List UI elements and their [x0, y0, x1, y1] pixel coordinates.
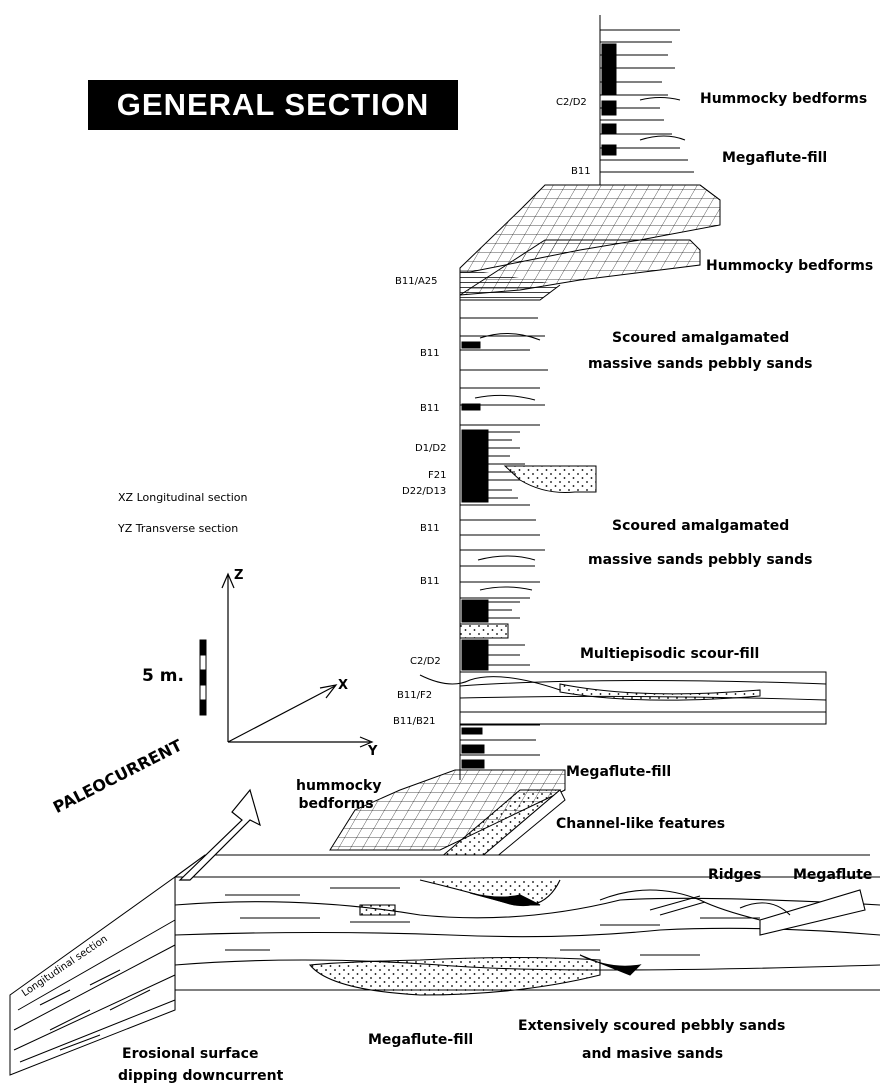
facies-code: B11/A25: [395, 276, 438, 287]
facies-code: B11/B21: [393, 716, 436, 727]
axis-z-label: Z: [234, 568, 243, 583]
axis-triad: [222, 574, 372, 747]
facies-code: D22/D13: [402, 486, 446, 497]
label-megaflute: Megaflute: [793, 867, 872, 883]
label-erosional-b: dipping downcurrent: [118, 1068, 283, 1084]
facies-code: B11: [571, 166, 591, 177]
axis-x-label: X: [338, 678, 348, 693]
label-megaflute-fill-bottom: Megaflute-fill: [368, 1032, 473, 1048]
label-scoured-1a: Scoured amalgamated: [612, 330, 789, 346]
facies-code: F21: [428, 470, 446, 481]
legend-yz: YZ Transverse section: [118, 522, 238, 535]
label-hummocky-bedforms-top: Hummocky bedforms: [700, 91, 867, 107]
facies-code: B11/F2: [397, 690, 432, 701]
page-title: GENERAL SECTION: [88, 80, 458, 130]
label-megaflute-fill-top: Megaflute-fill: [722, 150, 827, 166]
facies-code: C2/D2: [410, 656, 441, 667]
label-hummocky-low-b: bedforms: [296, 796, 376, 812]
label-extensively-a: Extensively scoured pebbly sands: [518, 1018, 785, 1034]
facies-code: B11: [420, 403, 440, 414]
facies-code: B11: [420, 348, 440, 359]
label-channel-like: Channel-like features: [556, 816, 725, 832]
upper-column: [600, 15, 694, 185]
label-hummocky-low-a: hummocky: [296, 778, 376, 794]
facies-code: D1/D2: [415, 443, 447, 454]
scale-bar: [200, 640, 206, 715]
legend-xz: XZ Longitudinal section: [118, 491, 247, 504]
label-megaflute-fill-mid: Megaflute-fill: [566, 764, 671, 780]
label-scoured-2b: massive sands pebbly sands: [588, 552, 812, 568]
facies-code: B11: [420, 523, 440, 534]
facies-code: C2/D2: [556, 97, 587, 108]
label-hummocky-bedforms-mid: Hummocky bedforms: [706, 258, 873, 274]
axis-y-label: Y: [368, 744, 377, 759]
facies-code: B11: [420, 576, 440, 587]
scale-label: 5 m.: [142, 666, 184, 686]
multiepisodic-beds: [420, 672, 826, 724]
label-multiepisodic: Multiepisodic scour-fill: [580, 646, 759, 662]
upper-hummocky-block: [460, 185, 720, 300]
label-scoured-2a: Scoured amalgamated: [612, 518, 789, 534]
label-extensively-b: and masive sands: [582, 1046, 723, 1062]
lower-block: [175, 855, 880, 1010]
label-ridges: Ridges: [708, 867, 761, 883]
label-scoured-1b: massive sands pebbly sands: [588, 356, 812, 372]
label-erosional-a: Erosional surface: [122, 1046, 258, 1062]
